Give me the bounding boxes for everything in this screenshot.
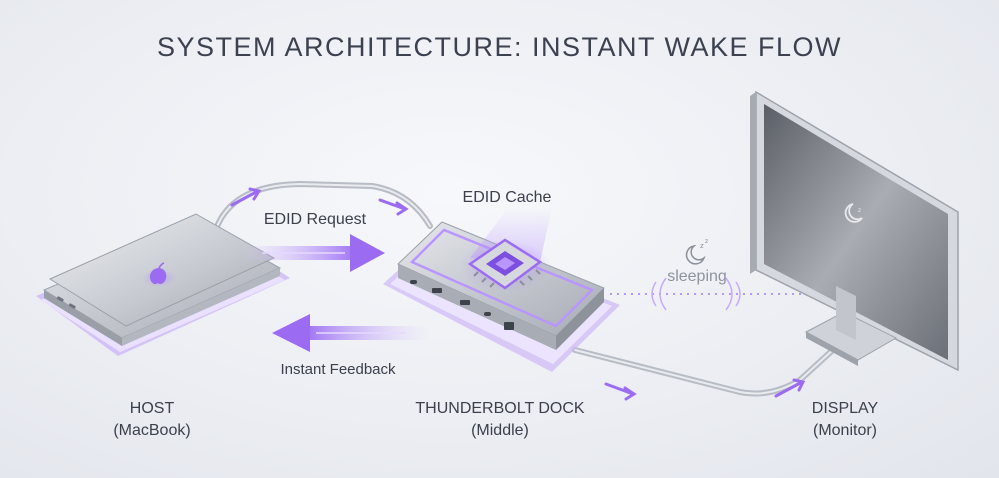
cable-arrow-icon [378, 198, 409, 216]
chip-icon [459, 238, 551, 292]
host-subtitle: (MacBook) [113, 422, 191, 439]
sleeping-signal [610, 277, 808, 311]
svg-text:z: z [700, 242, 704, 250]
host-title: HOST [129, 400, 175, 417]
cable-arrow-icon [604, 382, 637, 401]
instant-feedback-arrow [272, 314, 430, 352]
instant-feedback-label: Instant Feedback [280, 361, 396, 378]
dock-title: THUNDERBOLT DOCK [415, 400, 585, 417]
svg-text:z: z [705, 238, 708, 245]
page-title: SYSTEM ARCHITECTURE: INSTANT WAKE FLOW [156, 32, 843, 62]
edid-cache-label: EDID Cache [462, 189, 552, 206]
cable-arrow-icon [774, 378, 806, 398]
edid-request-label: EDID Request [263, 211, 367, 228]
host-label: HOST (MacBook) [82, 400, 222, 440]
sleeping-label: sleeping [667, 268, 727, 285]
edid-request-arrow [238, 234, 385, 272]
host-macbook [36, 213, 290, 356]
thunderbolt-dock [383, 208, 620, 372]
display-monitor: z [750, 90, 959, 372]
display-subtitle: (Monitor) [812, 422, 877, 439]
dock-label: THUNDERBOLT DOCK (Middle) [392, 400, 608, 440]
monitor-moon-icon: z [844, 203, 863, 223]
cable-arrow-icon [230, 187, 262, 207]
sleep-moon-icon: z z [685, 238, 708, 265]
svg-text:z: z [858, 207, 861, 214]
dock-subtitle: (Middle) [471, 422, 529, 439]
display-label: DISPLAY (Monitor) [780, 400, 910, 440]
display-title: DISPLAY [811, 400, 879, 417]
apple-logo-icon [142, 262, 176, 287]
cable-host-to-dock [212, 180, 433, 235]
dock-ports [410, 280, 514, 330]
